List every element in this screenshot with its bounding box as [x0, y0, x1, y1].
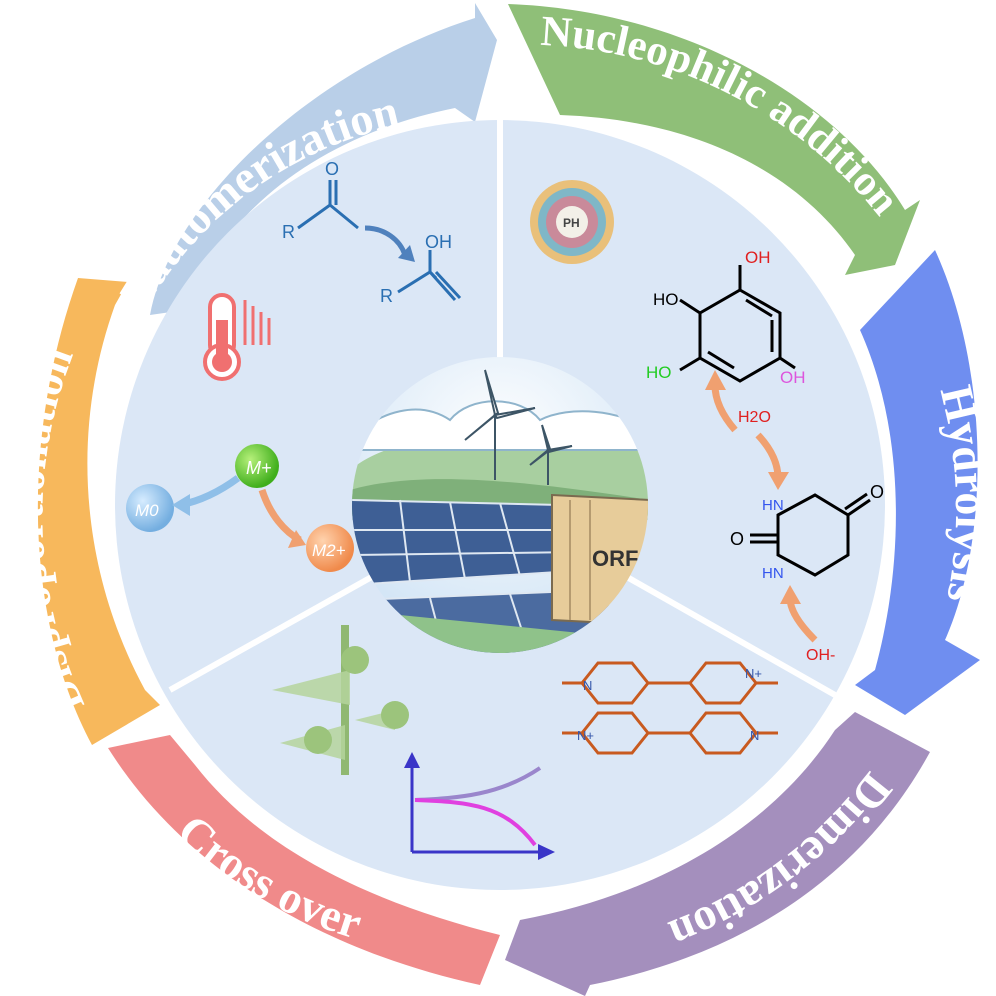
cross-over-arrow	[108, 735, 500, 985]
disproportionation-arrow	[37, 278, 160, 745]
outer-ring	[37, 3, 980, 996]
to-dihydrouracil-arrowhead	[768, 472, 789, 490]
container-label: ORF	[592, 546, 638, 571]
viologen-n-plus-2: N+	[577, 728, 594, 743]
nucleophilic-addition-arrow	[508, 4, 920, 275]
hydroxide-arrowhead	[780, 585, 801, 604]
r-group-right: R	[380, 286, 393, 306]
to-phloroglucinol-arrowhead	[705, 370, 726, 390]
carbonyl-o: O	[325, 159, 339, 179]
membrane-crossover-icon	[272, 625, 409, 775]
hydrolysis-arrow	[855, 250, 980, 715]
water-label: H2O	[738, 409, 771, 426]
to-m-zero-arrowhead	[172, 494, 190, 516]
m-zero-label: M0	[135, 501, 159, 520]
m-two-plus-label: M2+	[312, 541, 346, 560]
phloroglucinol-oh-2: OH	[745, 248, 771, 267]
hydroxide-label: OH-	[806, 647, 835, 664]
energy-scene: ORF	[352, 357, 648, 653]
viologen-n-plus-1: N+	[745, 666, 762, 681]
m-plus-label: M+	[246, 458, 272, 478]
m-plus-ball	[235, 444, 279, 488]
phloroglucinol-oh-3: HO	[646, 363, 672, 382]
to-m-two-plus-arrowhead	[288, 530, 306, 548]
capacity-graph-icon	[404, 752, 555, 860]
viologen-n-1: N	[583, 678, 592, 693]
m-two-plus-ball	[306, 524, 354, 572]
r-group-left: R	[282, 222, 295, 242]
dihydrouracil-structure	[750, 492, 871, 577]
carbonyl-o-top: O	[870, 482, 884, 502]
viologen-dimer-structure	[562, 661, 778, 755]
enol-oh: OH	[425, 232, 452, 252]
phloroglucinol-oh-1: HO	[653, 290, 679, 309]
phloroglucinol-structure	[679, 265, 796, 383]
tautomerization-arrow	[150, 3, 497, 315]
tautomer-structures	[297, 180, 462, 301]
m-zero-ball	[126, 484, 174, 532]
nh-bottom: HN	[762, 565, 784, 582]
carbonyl-o-left: O	[730, 529, 744, 549]
ph-label: PH	[563, 216, 580, 230]
viologen-n-2: N	[750, 728, 759, 743]
thermometer-icon	[203, 293, 271, 381]
phloroglucinol-oh-4: OH	[780, 368, 806, 387]
nh-top: HN	[762, 497, 784, 514]
dimerization-arrow	[505, 712, 930, 996]
ph-wheel-icon: PH	[530, 180, 614, 264]
wind-turbine-icon	[464, 369, 573, 485]
